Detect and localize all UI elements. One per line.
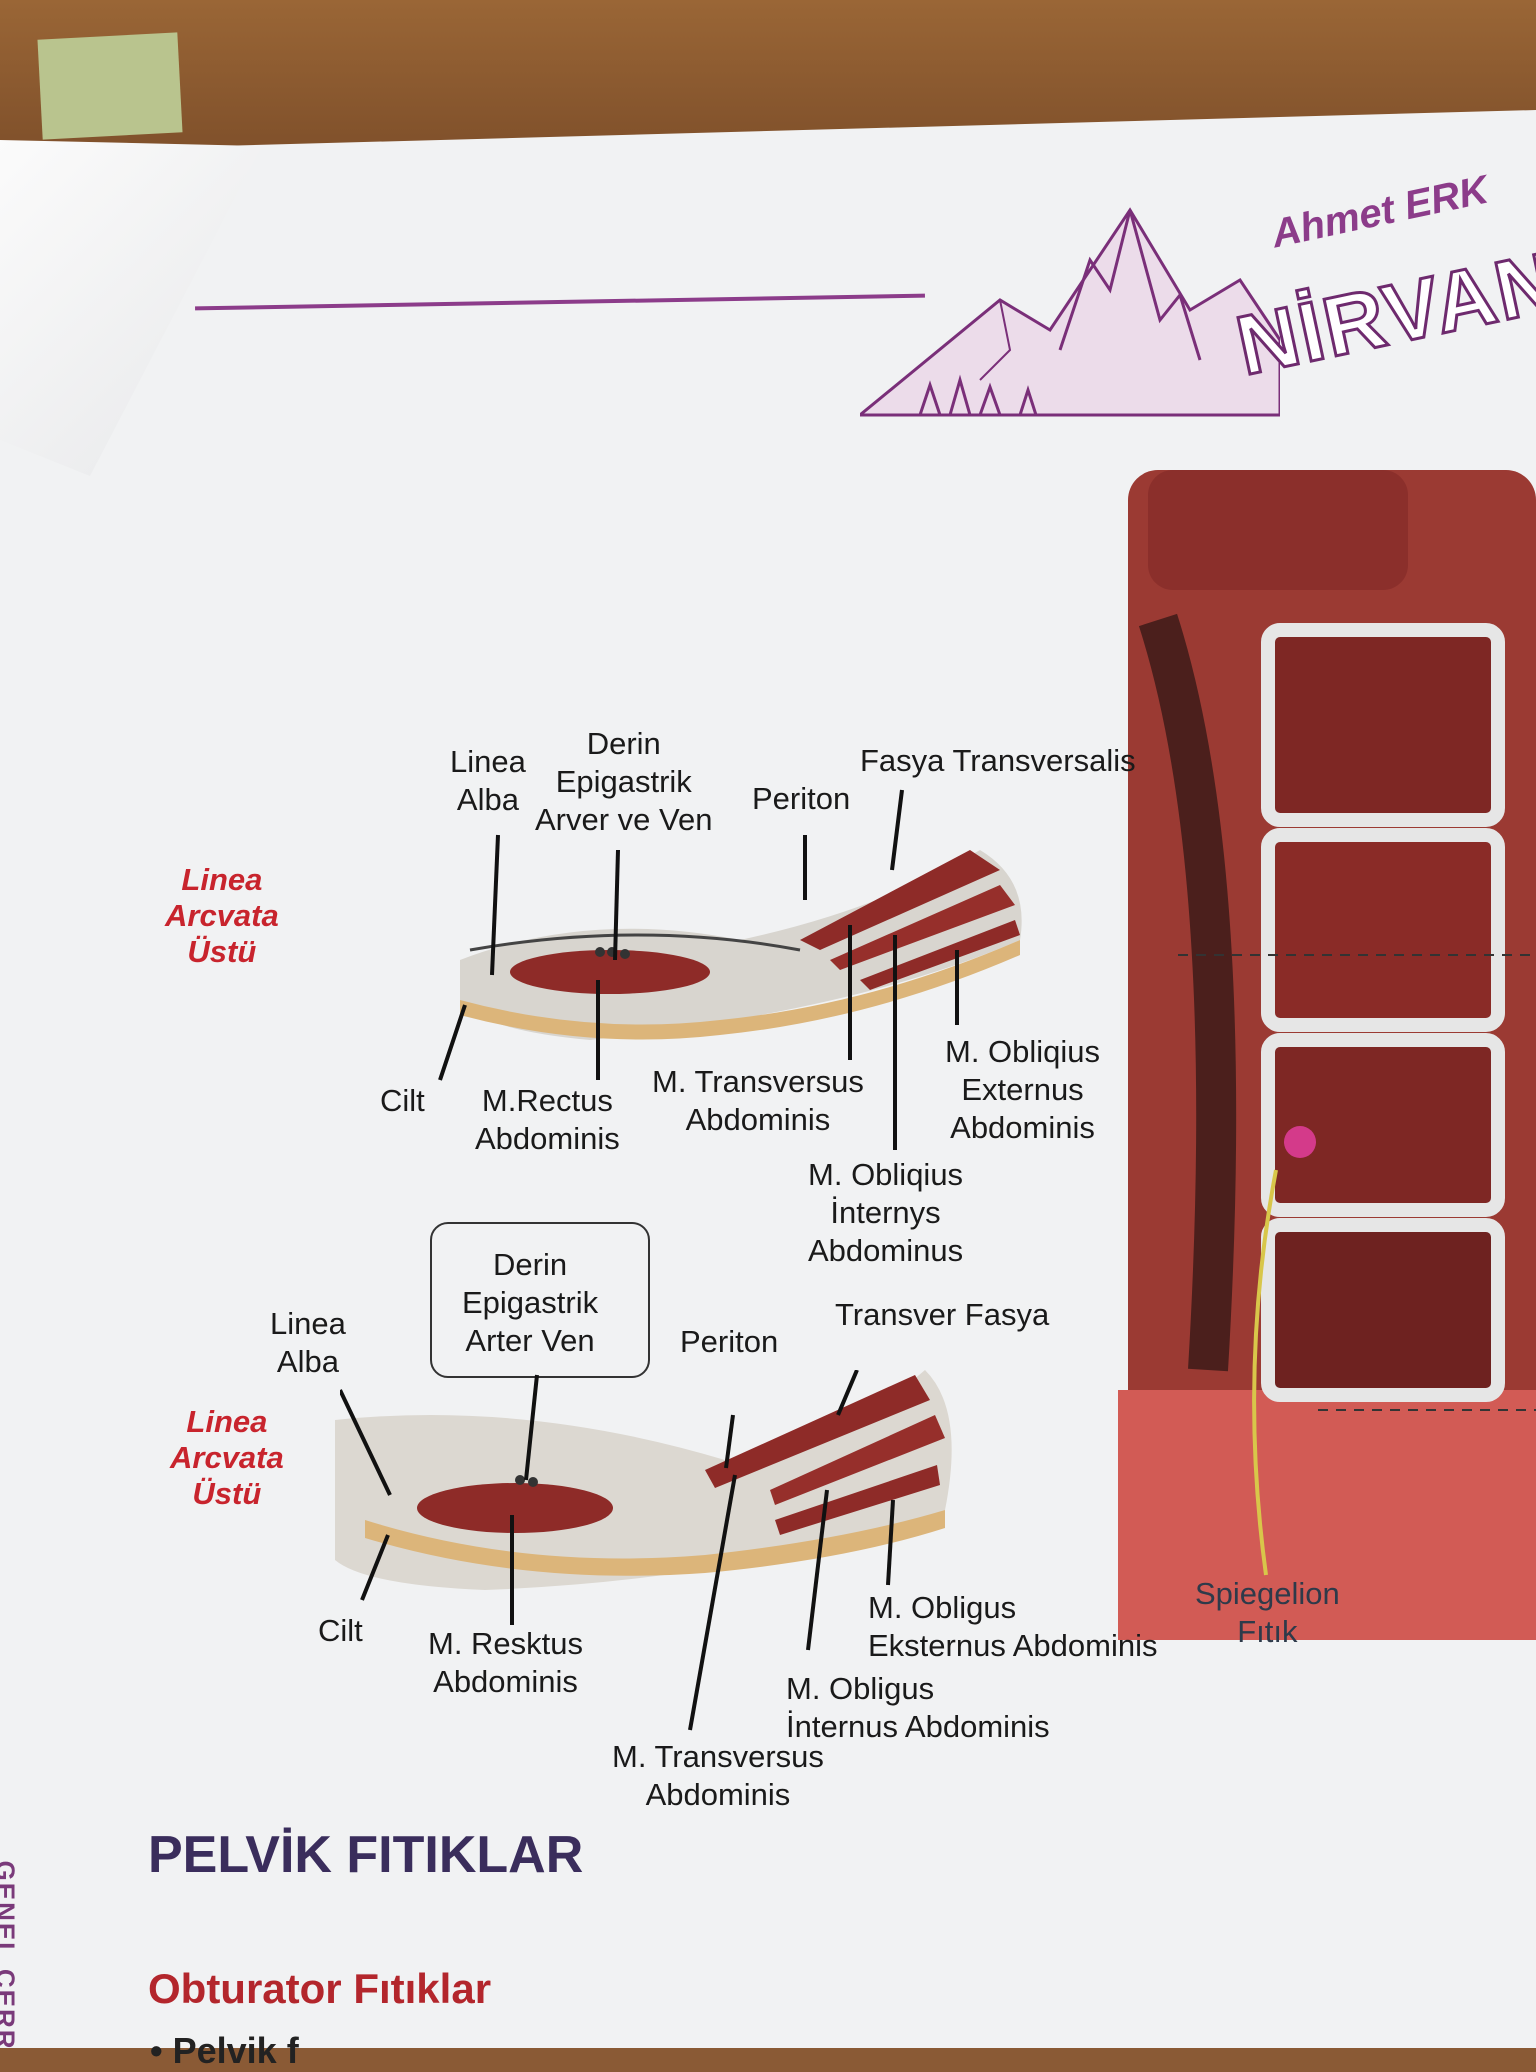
top-side-label: Linea Arcvata Üstü	[165, 862, 279, 970]
spiegelion-line-1: Spiegelion	[1195, 1576, 1340, 1611]
bottom-side-label-line-2: Arcvata	[170, 1440, 284, 1475]
section-subtitle: Obturator Fıtıklar	[148, 1965, 492, 2012]
bottom-linea-alba-label: Linea Alba	[270, 1305, 346, 1381]
bottom-transversus-label: M. Transversus Abdominis	[612, 1738, 824, 1814]
leader-lines-top	[438, 789, 959, 1150]
bottom-transversus-line-2: Abdominis	[645, 1777, 791, 1812]
top-internys-line-2: İnternys	[830, 1195, 941, 1230]
handdrawn-box	[430, 1222, 650, 1378]
sticky-note	[37, 32, 183, 140]
bottom-eksternus-label: M. Obligus Eksternus Abdominis	[868, 1589, 1157, 1665]
top-transversus-line-2: Abdominis	[685, 1102, 831, 1137]
top-derin-line-3: Arver ve Ven	[535, 802, 713, 837]
top-rectus-line-2: Abdominis	[475, 1121, 620, 1156]
top-transversus-label: M. Transversus Abdominis	[652, 1063, 864, 1139]
top-transversus-line-1: M. Transversus	[652, 1064, 864, 1099]
top-linea-alba-line-1: Linea	[450, 744, 526, 779]
bottom-linea-alba-line-2: Alba	[276, 1344, 339, 1379]
spiegelion-label: Spiegelion Fıtık	[1195, 1575, 1340, 1651]
bottom-eksternus-line-1: M. Obligus	[868, 1590, 1017, 1625]
spiegelion-line-2: Fıtık	[1237, 1614, 1298, 1649]
top-externus-label: M. Obliqius Externus Abdominis	[945, 1033, 1100, 1147]
bottom-side-label-line-1: Linea	[186, 1404, 268, 1439]
top-linea-alba-line-2: Alba	[456, 782, 519, 817]
bottom-transversus-line-1: M. Transversus	[612, 1739, 824, 1774]
mountain-logo-icon	[860, 207, 1280, 417]
top-internys-line-1: M. Obliqius	[808, 1157, 964, 1192]
cross-section-top	[460, 850, 1022, 1040]
bottom-derin-epigastrik-label: Derin Epigastrik Arter Ven	[462, 1246, 598, 1360]
bottom-derin-line-2: Epigastrik	[462, 1285, 599, 1320]
top-fasya-label: Fasya Transversalis	[860, 743, 1136, 778]
bottom-side-label: Linea Arcvata Üstü	[170, 1404, 284, 1512]
bottom-fasya-label: Transver Fasya	[835, 1297, 1050, 1332]
top-cilt-label: Cilt	[380, 1083, 425, 1118]
top-derin-epigastrik-label: Derin Epigastrik Arver ve Ven	[535, 725, 712, 839]
top-side-label-line-2: Arcvata	[165, 898, 279, 933]
abdominal-muscle-figure	[1118, 470, 1536, 1640]
side-running-text: GENEL CERR	[0, 1860, 21, 2051]
top-rectus-line-1: M.Rectus	[481, 1083, 613, 1118]
bottom-rektus-line-2: Abdominis	[433, 1664, 578, 1699]
bottom-derin-line-1: Derin	[493, 1247, 568, 1282]
bottom-derin-line-3: Arter Ven	[465, 1323, 595, 1358]
bottom-internus-line-2: İnternus Abdominis	[786, 1709, 1050, 1744]
top-externus-line-3: Abdominis	[950, 1110, 1095, 1145]
bottom-side-label-line-3: Üstü	[192, 1476, 262, 1511]
bottom-periton-label: Periton	[680, 1324, 779, 1359]
top-rectus-label: M.Rectus Abdominis	[475, 1082, 620, 1158]
bullet-partial: • Pelvik f	[150, 2030, 299, 2071]
bottom-eksternus-line-2: Eksternus Abdominis	[868, 1628, 1158, 1663]
bottom-internus-label: M. Obligus İnternus Abdominis	[786, 1670, 1050, 1746]
top-side-label-line-1: Linea	[181, 862, 263, 897]
top-externus-line-2: Externus	[961, 1072, 1084, 1107]
bottom-internus-line-1: M. Obligus	[786, 1671, 935, 1706]
bottom-rektus-line-1: M. Resktus	[428, 1626, 584, 1661]
section-title: PELVİK FITIKLAR	[148, 1826, 584, 1884]
top-internys-label: M. Obliqius İnternys Abdominus	[808, 1156, 963, 1270]
bottom-rektus-label: M. Resktus Abdominis	[428, 1625, 583, 1701]
top-derin-line-2: Epigastrik	[555, 764, 692, 799]
top-externus-line-1: M. Obliqius	[945, 1034, 1101, 1069]
top-periton-label: Periton	[752, 781, 851, 816]
bottom-linea-alba-line-1: Linea	[270, 1306, 346, 1341]
top-derin-line-1: Derin	[586, 726, 661, 761]
bottom-cilt-label: Cilt	[318, 1613, 363, 1648]
top-internys-line-3: Abdominus	[808, 1233, 964, 1268]
leader-lines-bottom	[340, 1370, 895, 1731]
top-linea-alba-label: Linea Alba	[450, 743, 526, 819]
top-side-label-line-3: Üstü	[187, 934, 257, 969]
